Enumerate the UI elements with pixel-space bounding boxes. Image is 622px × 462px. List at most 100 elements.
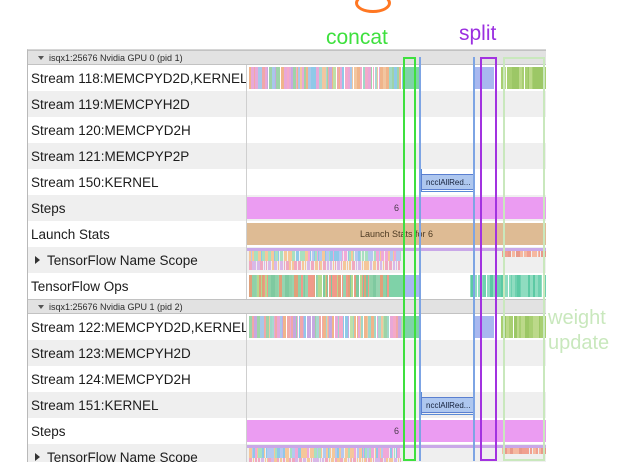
trace-event-block: [387, 316, 389, 338]
track-timeline[interactable]: [246, 444, 546, 462]
track-label[interactable]: Steps: [28, 418, 246, 444]
trace-event-block: [474, 316, 494, 338]
trace-event-block: [331, 458, 334, 462]
trace-event-block: [358, 261, 361, 270]
chevron-right-icon[interactable]: [35, 256, 40, 264]
trace-event-block: [371, 448, 374, 458]
trace-event-block: [381, 251, 384, 261]
trace-event-block: [354, 448, 356, 458]
trace-viewer-panel[interactable]: isqx1:25676 Nvidia GPU 0 (pid 1)Stream 1…: [27, 49, 546, 462]
track-row[interactable]: TensorFlow Ops: [28, 273, 546, 299]
track-timeline[interactable]: ncclAllRed...: [246, 169, 546, 195]
track-label[interactable]: Stream 121:MEMCPYP2P: [28, 143, 246, 169]
track-label-text: Stream 121:MEMCPYP2P: [31, 149, 189, 164]
weight-update-line2: update: [548, 331, 609, 356]
trace-event-block: [352, 67, 353, 89]
trace-event-block: [335, 261, 336, 270]
trace-event-block: [371, 67, 372, 89]
track-label[interactable]: Stream 122:MEMCPYD2D,KERNEL,MI: [28, 314, 246, 340]
track-timeline[interactable]: ncclAllRed...: [246, 392, 546, 418]
trace-event-block: [545, 275, 546, 297]
track-label[interactable]: TensorFlow Ops: [28, 273, 246, 299]
track-row[interactable]: Stream 122:MEMCPYD2D,KERNEL,MI: [28, 314, 546, 340]
track-label[interactable]: TensorFlow Name Scope: [28, 444, 246, 462]
track-label[interactable]: Stream 123:MEMCPYH2D: [28, 340, 246, 366]
trace-event-block: [541, 275, 542, 297]
track-row[interactable]: Stream 120:MEMCPYD2H: [28, 117, 546, 143]
track-row[interactable]: Stream 151:KERNEL ncclAllRed...: [28, 392, 546, 418]
track-label[interactable]: TensorFlow Name Scope: [28, 247, 246, 273]
track-timeline[interactable]: [246, 273, 546, 299]
trace-event-block: [380, 458, 383, 462]
launch-stats-band[interactable]: Launch Stats for 6: [247, 223, 546, 245]
trace-event-block: [348, 316, 349, 338]
trace-event-block: [483, 275, 486, 297]
track-row[interactable]: Stream 118:MEMCPYD2D,KERNEL,ME: [28, 65, 546, 91]
track-label[interactable]: Stream 150:KERNEL: [28, 169, 246, 195]
track-timeline[interactable]: [246, 366, 546, 392]
chevron-down-icon[interactable]: [38, 305, 44, 309]
chevron-right-icon[interactable]: [35, 453, 40, 461]
trace-event-block: [522, 67, 524, 89]
track-timeline[interactable]: [246, 65, 546, 91]
steps-band[interactable]: 6: [247, 197, 546, 219]
trace-event-block: [264, 448, 265, 458]
track-timeline[interactable]: 6: [246, 418, 546, 444]
trace-event-block: [315, 261, 318, 270]
track-timeline[interactable]: 6: [246, 195, 546, 221]
track-label[interactable]: Launch Stats: [28, 221, 246, 247]
trace-event-block: [353, 251, 354, 261]
track-timeline[interactable]: [246, 314, 546, 340]
track-row[interactable]: TensorFlow Name Scope: [28, 444, 546, 462]
trace-event-block: [389, 261, 392, 270]
trace-event-block: [337, 261, 340, 270]
track-label-text: Launch Stats: [31, 227, 110, 242]
chevron-down-icon[interactable]: [38, 56, 44, 60]
track-label[interactable]: Stream 118:MEMCPYD2D,KERNEL,ME: [28, 65, 246, 91]
trace-event-block: [341, 261, 342, 270]
trace-event-block: [344, 458, 347, 462]
trace-event-block: [297, 316, 298, 338]
track-label-text: Stream 120:MEMCPYD2H: [31, 123, 191, 138]
track-timeline[interactable]: Launch Stats for 6: [246, 221, 546, 247]
trace-event-block: [311, 261, 314, 270]
process-group-header[interactable]: isqx1:25676 Nvidia GPU 0 (pid 1): [28, 50, 546, 65]
trace-event-block: [327, 261, 329, 270]
track-timeline[interactable]: [246, 91, 546, 117]
track-row[interactable]: TensorFlow Name Scope: [28, 247, 546, 273]
trace-event-block: [278, 251, 279, 261]
track-row[interactable]: Launch Stats Launch Stats for 6: [28, 221, 546, 247]
nccl-allreduce-block[interactable]: ncclAllRed...: [421, 397, 474, 413]
track-label-text: Stream 124:MEMCPYD2H: [31, 372, 191, 387]
track-row[interactable]: Stream 123:MEMCPYH2D: [28, 340, 546, 366]
track-label[interactable]: Steps: [28, 195, 246, 221]
process-group-header[interactable]: isqx1:25676 Nvidia GPU 1 (pid 2): [28, 299, 546, 314]
trace-event-block: [520, 251, 523, 257]
track-label[interactable]: Stream 119:MEMCPYH2D: [28, 91, 246, 117]
nccl-allreduce-block[interactable]: ncclAllRed...: [421, 174, 474, 190]
track-timeline[interactable]: [246, 340, 546, 366]
track-label[interactable]: Stream 124:MEMCPYD2H: [28, 366, 246, 392]
track-label[interactable]: Stream 151:KERNEL: [28, 392, 246, 418]
track-timeline[interactable]: [246, 143, 546, 169]
steps-band[interactable]: 6: [247, 420, 546, 442]
trace-event-block: [255, 458, 257, 462]
trace-event-block: [366, 458, 367, 462]
trace-event-block: [280, 251, 283, 261]
trace-event-block: [396, 261, 397, 270]
track-row[interactable]: Stream 150:KERNEL ncclAllRed...: [28, 169, 546, 195]
track-row[interactable]: Stream 121:MEMCPYP2P: [28, 143, 546, 169]
track-label[interactable]: Stream 120:MEMCPYD2H: [28, 117, 246, 143]
track-row[interactable]: Stream 119:MEMCPYH2D: [28, 91, 546, 117]
track-row[interactable]: Stream 124:MEMCPYD2H: [28, 366, 546, 392]
track-timeline[interactable]: [246, 117, 546, 143]
trace-event-block: [356, 275, 359, 297]
track-timeline[interactable]: [246, 247, 546, 273]
trace-event-block: [526, 448, 529, 454]
trace-event-block: [544, 251, 546, 257]
trace-event-block: [528, 251, 531, 257]
trace-event-block: [319, 275, 322, 297]
trace-event-block: [403, 275, 419, 297]
